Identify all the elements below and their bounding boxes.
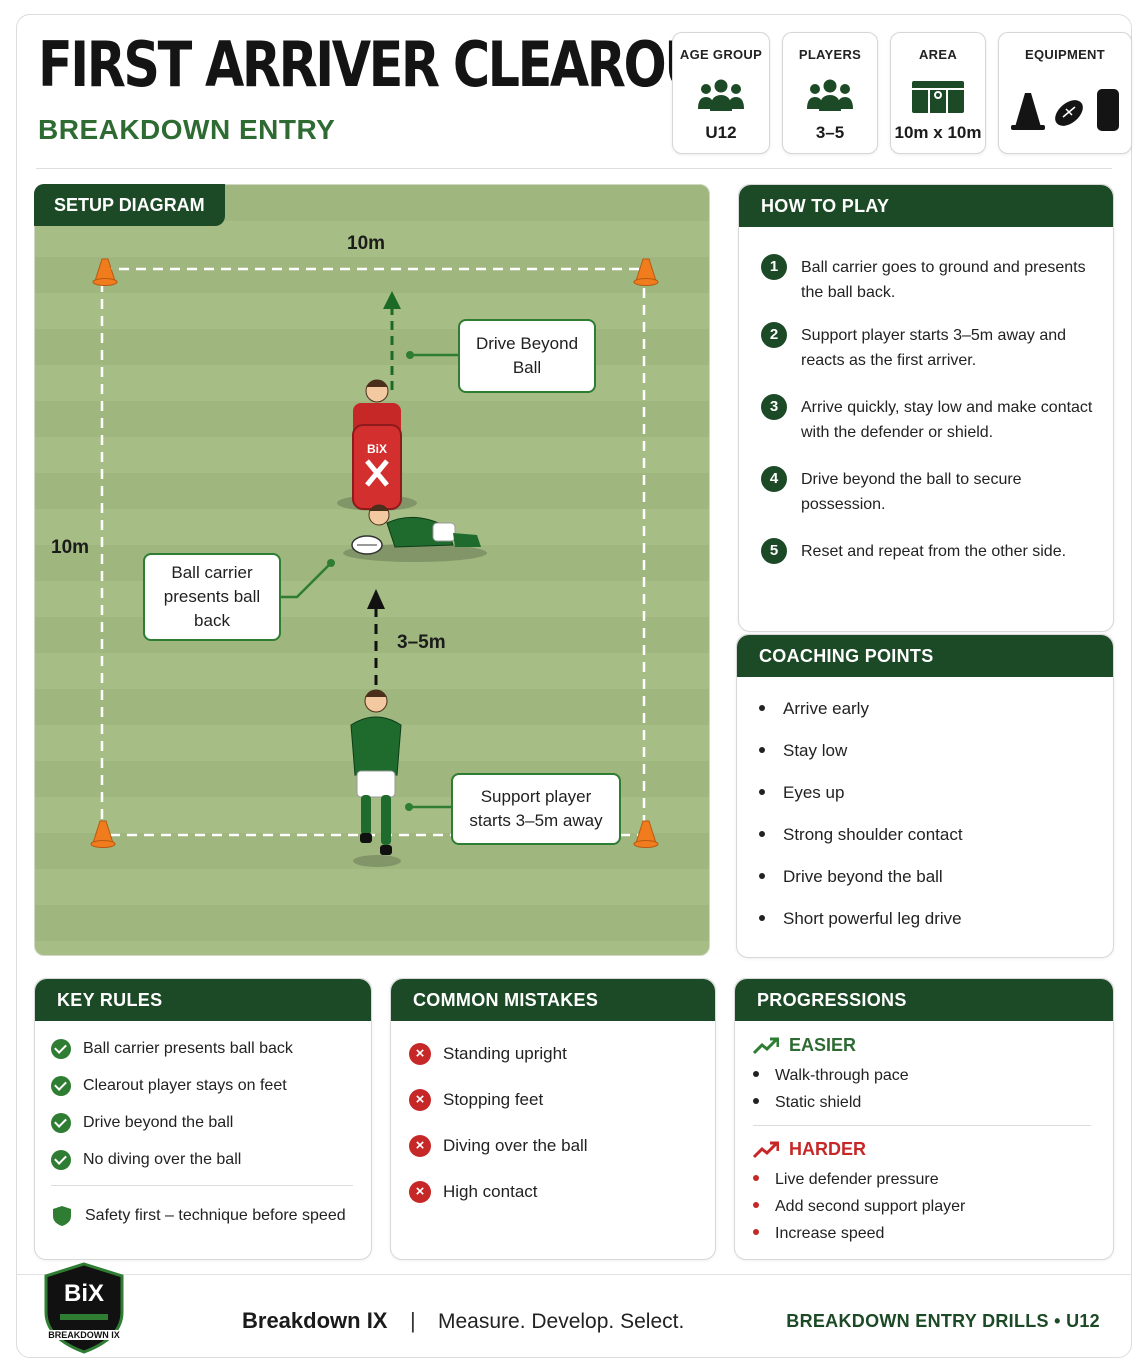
- step-item: 4 Drive beyond the ball to secure possess…: [761, 466, 1101, 517]
- step-number: 5: [761, 538, 787, 564]
- rule-item: Clearout player stays on feet: [51, 1076, 287, 1096]
- rule-item: Drive beyond the ball: [51, 1113, 233, 1133]
- step-text: Drive beyond the ball to secure possessi…: [801, 471, 1022, 513]
- cross-icon: ×: [409, 1181, 431, 1203]
- pitch-icon: [891, 77, 985, 117]
- cross-icon: ×: [409, 1135, 431, 1157]
- dimension-left: 10m: [51, 537, 90, 558]
- check-icon: [51, 1076, 71, 1096]
- panel-title: PROGRESSIONS: [735, 979, 1113, 1021]
- footer-tagline: Measure. Develop. Select.: [438, 1310, 685, 1333]
- panel-title: KEY RULES: [35, 979, 371, 1021]
- step-number: 4: [761, 466, 787, 492]
- page-subtitle: BREAKDOWN ENTRY: [38, 114, 336, 145]
- key-rules-panel: KEY RULES Ball carrier presents ball bac…: [34, 978, 372, 1260]
- footer-divider: [16, 1274, 1132, 1275]
- how-to-play-panel: HOW TO PLAY 1 Ball carrier goes to ground…: [738, 184, 1114, 632]
- footer-series-label: BREAKDOWN ENTRY DRILLS • U12: [786, 1311, 1100, 1331]
- page-title: FIRST ARRIVER CLEAROUT: [38, 28, 738, 101]
- check-icon: [51, 1113, 71, 1133]
- group-icon: [783, 77, 877, 117]
- coaching-points-panel: COACHING POINTS Arrive early Stay low Ey…: [736, 634, 1114, 958]
- tackle-shield: [352, 424, 402, 510]
- logo-subtext: BREAKDOWN IX: [36, 1330, 132, 1340]
- info-card-age-group: AGE GROUP U12: [672, 32, 770, 154]
- harder-heading: HARDER: [753, 1139, 866, 1160]
- step-number: 3: [761, 394, 787, 420]
- list-item: Strong shoulder contact: [759, 825, 963, 845]
- info-card-value: 3–5: [815, 123, 845, 142]
- step-text: Reset and repeat from the other side.: [801, 543, 1067, 560]
- cross-icon: ×: [409, 1089, 431, 1111]
- step-text: Support player starts 3–5m away and reac…: [801, 327, 1067, 369]
- rule-item: Ball carrier presents ball back: [51, 1039, 293, 1059]
- setup-diagram-tab: SETUP DIAGRAM: [34, 184, 225, 226]
- check-icon: [51, 1150, 71, 1170]
- step-text: Ball carrier goes to ground and presents…: [801, 259, 1086, 301]
- list-item: Live defender pressure: [753, 1171, 939, 1189]
- info-card-value: 10m x 10m: [894, 123, 982, 142]
- dimension-distance: 3–5m: [397, 632, 446, 653]
- cone-ball-shield-icon: [999, 85, 1131, 131]
- shield-text: BiX: [367, 442, 387, 456]
- step-item: 3 Arrive quickly, stay low and make conta…: [761, 394, 1101, 445]
- info-card-area: AREA 10m x 10m: [890, 32, 986, 154]
- group-icon: [673, 77, 769, 117]
- step-item: 5 Reset and repeat from the other side.: [761, 538, 1101, 564]
- trend-up-icon: [753, 1037, 779, 1054]
- callout-support-player: Support player starts 3–5m away: [451, 773, 621, 845]
- safety-note: Safety first – technique before speed: [51, 1205, 346, 1227]
- list-item: Eyes up: [759, 783, 844, 803]
- footer-brand: Breakdown IX: [242, 1308, 388, 1333]
- mistake-item: ×Standing upright: [409, 1043, 567, 1065]
- list-item: Short powerful leg drive: [759, 909, 962, 929]
- step-text: Arrive quickly, stay low and make contac…: [801, 399, 1093, 441]
- list-item: Stay low: [759, 741, 847, 761]
- callout-drive-beyond-ball: Drive Beyond Ball: [458, 319, 596, 393]
- info-card-label: PLAYERS: [798, 47, 862, 62]
- mistake-item: ×Stopping feet: [409, 1089, 543, 1111]
- mistake-item: ×High contact: [409, 1181, 538, 1203]
- list-item: Static shield: [753, 1094, 861, 1112]
- list-item: Add second support player: [753, 1198, 965, 1216]
- footer-separator: |: [410, 1308, 416, 1333]
- panel-title: HOW TO PLAY: [739, 185, 1113, 227]
- trend-up-icon: [753, 1141, 779, 1158]
- list-item: Arrive early: [759, 699, 869, 719]
- header-divider: [36, 168, 1112, 169]
- check-icon: [51, 1039, 71, 1059]
- list-item: Increase speed: [753, 1225, 884, 1243]
- logo-text: BiX: [63, 1280, 104, 1307]
- cross-icon: ×: [409, 1043, 431, 1065]
- rule-item: No diving over the ball: [51, 1150, 241, 1170]
- dimension-top: 10m: [347, 233, 386, 254]
- step-number: 2: [761, 322, 787, 348]
- list-item: Walk-through pace: [753, 1067, 909, 1085]
- callout-ball-carrier: Ball carrier presents ball back: [143, 553, 281, 641]
- step-number: 1: [761, 254, 787, 280]
- info-card-equipment: EQUIPMENT: [998, 32, 1132, 154]
- panel-title: COACHING POINTS: [737, 635, 1113, 677]
- panel-title: COMMON MISTAKES: [391, 979, 715, 1021]
- info-card-players: PLAYERS 3–5: [782, 32, 878, 154]
- bix-logo: BiX BREAKDOWN IX: [36, 1262, 132, 1354]
- ball-carrier-figure: [343, 504, 487, 562]
- info-card-label: AGE GROUP: [679, 47, 763, 62]
- list-item: Drive beyond the ball: [759, 867, 943, 887]
- info-card-value: U12: [705, 123, 737, 142]
- mistake-item: ×Diving over the ball: [409, 1135, 588, 1157]
- common-mistakes-panel: COMMON MISTAKES ×Standing upright ×Stopp…: [390, 978, 716, 1260]
- step-item: 1 Ball carrier goes to ground and present…: [761, 254, 1101, 305]
- support-player-figure: [350, 689, 402, 867]
- step-item: 2 Support player starts 3–5m away and rea…: [761, 322, 1101, 373]
- info-card-label: EQUIPMENT: [1025, 47, 1105, 62]
- setup-diagram-field: BiX 10m 10m 3–5m Drive Beyond Ball: [34, 184, 710, 956]
- progressions-panel: PROGRESSIONS EASIER Walk-through pace St…: [734, 978, 1114, 1260]
- info-card-label: AREA: [918, 47, 958, 62]
- easier-heading: EASIER: [753, 1035, 856, 1056]
- shield-icon: [53, 1206, 71, 1226]
